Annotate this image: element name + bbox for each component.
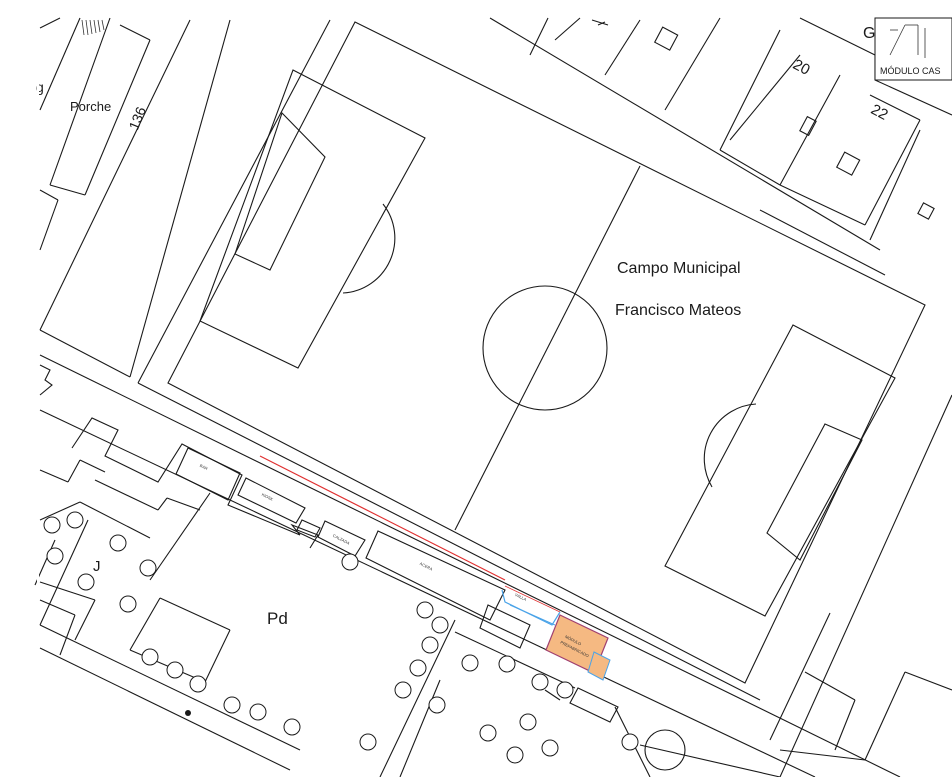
street-kiosks: BAR KIOSK CALZADA ACERA [175,447,506,621]
legend-module-label: MÓDULO CAS [880,66,941,76]
building-block-porche [39,17,231,378]
svg-text:BAR: BAR [199,463,209,471]
fence-line: VALLA [259,455,561,613]
svg-text:KIOSK: KIOSK [261,492,274,502]
porche-label: Porche [70,99,111,114]
street-number-22: 22 [868,101,891,124]
field-name-line1: Campo Municipal [617,260,741,277]
prefab-module: MÓDULO PREFABRICADO [479,589,619,723]
street-edges [39,19,901,777]
svg-text:ACERA: ACERA [419,561,434,572]
field-name-line2: Francisco Mateos [615,302,741,319]
field-name-label: Campo Municipal Francisco Mateos [615,260,741,319]
edge-letter: g [36,79,44,95]
building-block-lower-right [769,394,952,777]
block-label-j: J [93,558,101,575]
block-label-pd: Pd [267,609,288,628]
football-field [167,21,926,684]
survey-point [185,710,191,716]
legend-box: G MÓDULO CAS [863,17,952,81]
svg-text:CALZADA: CALZADA [332,533,351,546]
svg-text:VALLA: VALLA [514,592,527,602]
stairs-hatch [81,19,105,36]
plaza-block [379,619,781,777]
corner-letter-g: G [863,25,875,42]
building-block-lower-left [34,364,319,771]
street-number-136: 136 [125,104,149,132]
street-number-20: 20 [790,56,813,79]
trees [43,511,639,764]
